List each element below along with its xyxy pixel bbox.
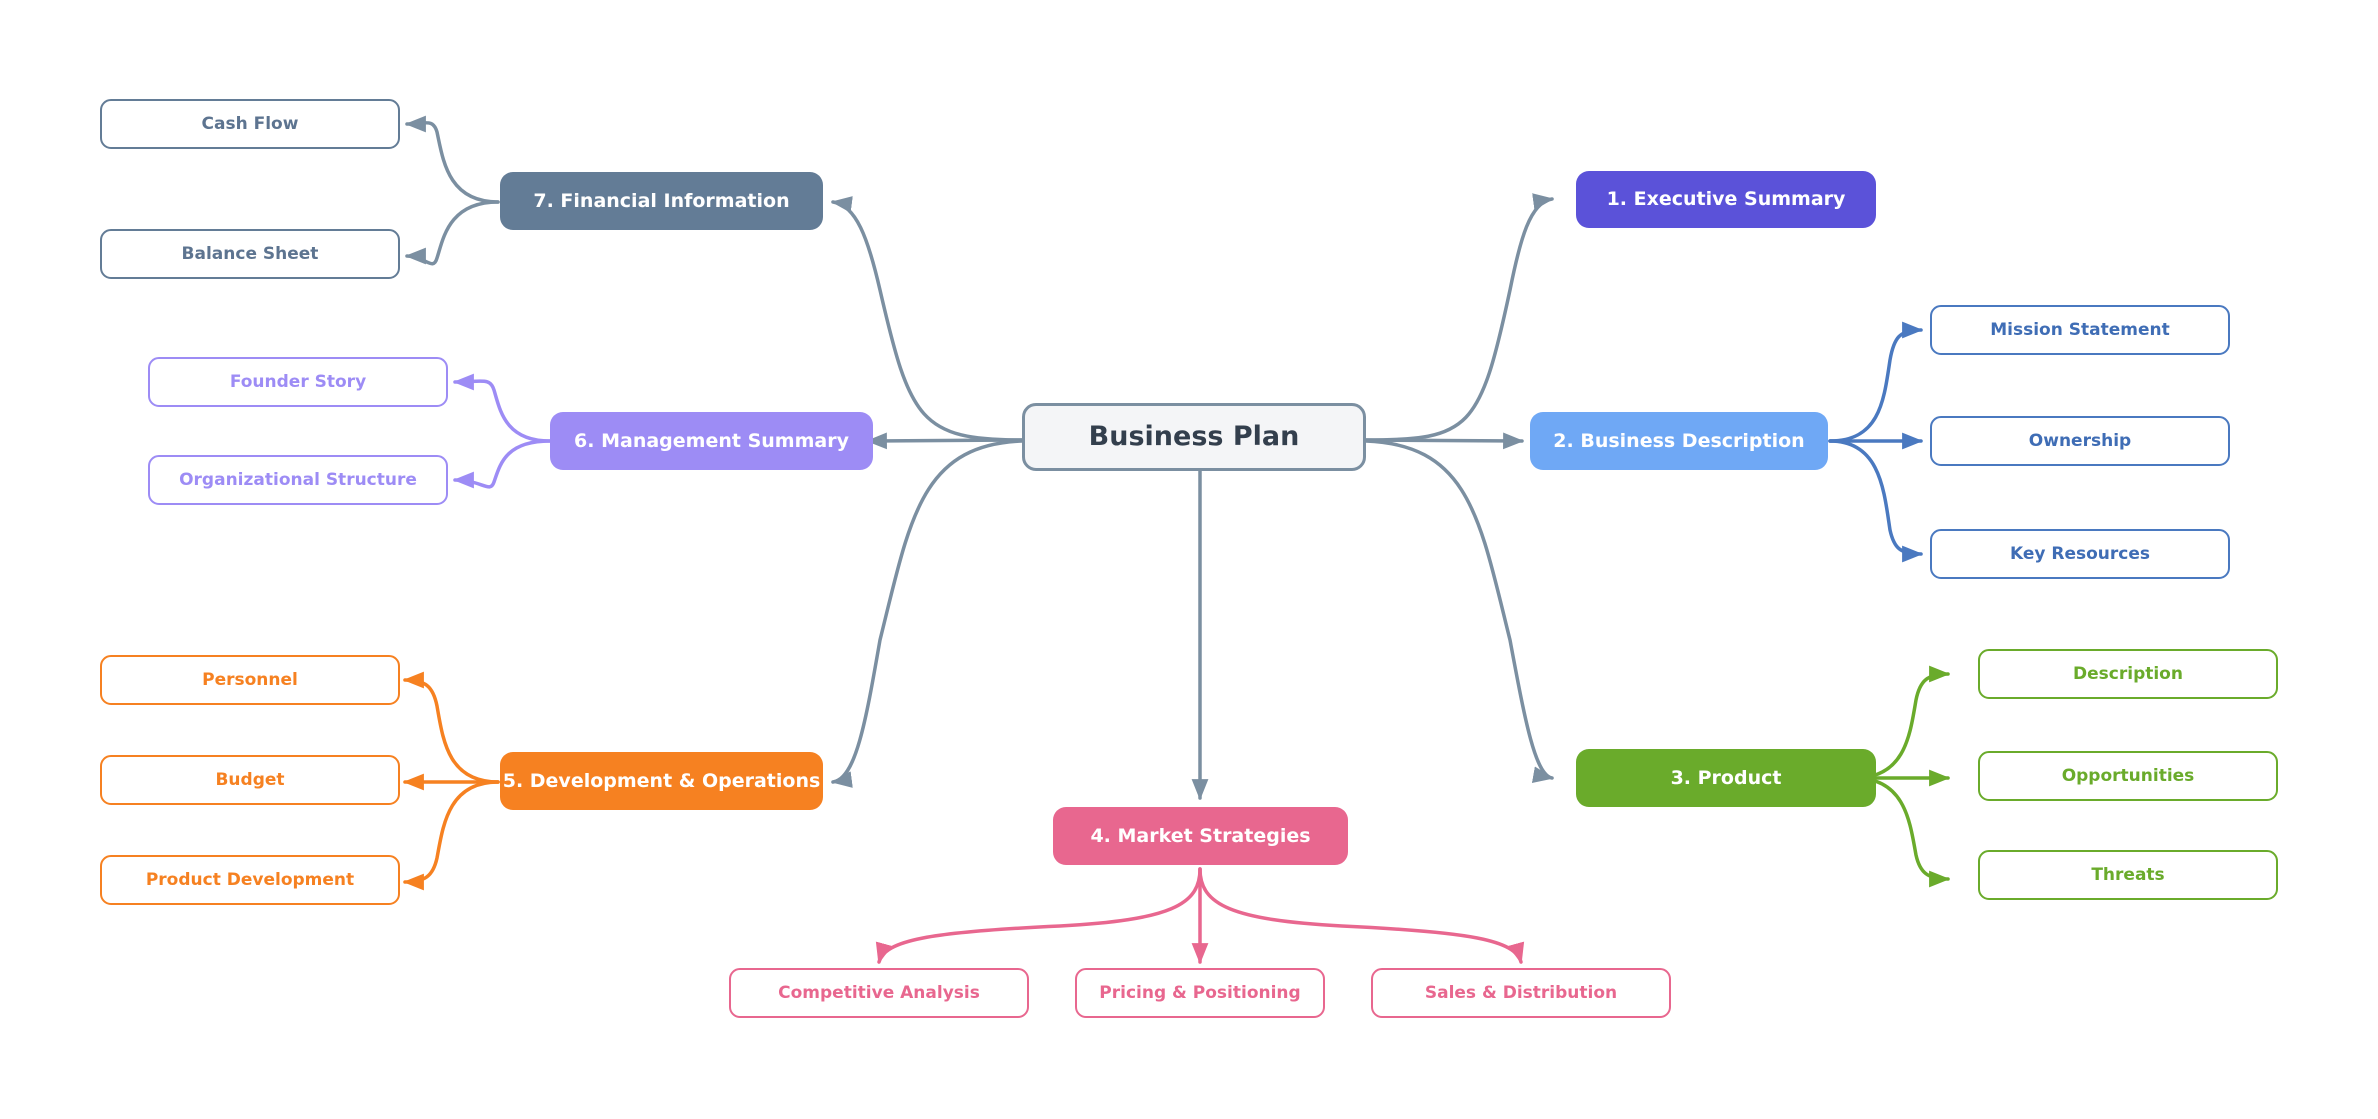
- branch-node-product[interactable]: 3. Product: [1576, 749, 1876, 807]
- leaf-node-ownership[interactable]: Ownership: [1930, 416, 2230, 466]
- edge-center-to-management-summary: [865, 432, 1024, 450]
- branch-node-financial-information[interactable]: 7. Financial Information: [500, 172, 823, 230]
- leaf-node-key-resources[interactable]: Key Resources: [1930, 529, 2230, 579]
- edge-center-to-executive-summary: [1364, 193, 1555, 442]
- edge-business-description-to-mission-statement: [1828, 321, 1924, 443]
- edge-center-to-financial-information: [830, 196, 1024, 442]
- edge-business-description-to-key-resources: [1828, 439, 1924, 563]
- leaf-node-competitive-analysis[interactable]: Competitive Analysis: [729, 968, 1029, 1018]
- leaf-node-budget[interactable]: Budget: [100, 755, 400, 805]
- edge-center-to-development-operations: [830, 439, 1024, 788]
- edge-product-to-description: [1853, 665, 1951, 780]
- edge-development-operations-to-personnel: [402, 671, 500, 784]
- leaf-node-cash-flow[interactable]: Cash Flow: [100, 99, 400, 149]
- edge-center-to-business-description: [1364, 432, 1525, 450]
- leaf-node-threats[interactable]: Threats: [1978, 850, 2278, 900]
- branch-node-executive-summary[interactable]: 1. Executive Summary: [1576, 171, 1876, 228]
- edge-market-strategies-to-sales-distribution: [1198, 867, 1525, 965]
- center-node-business-plan[interactable]: Business Plan: [1022, 403, 1366, 471]
- edge-management-summary-to-founder-story: [452, 373, 552, 443]
- leaf-node-organizational-structure[interactable]: Organizational Structure: [148, 455, 448, 505]
- edge-development-operations-to-product-development: [402, 780, 500, 891]
- leaf-node-balance-sheet[interactable]: Balance Sheet: [100, 229, 400, 279]
- edge-financial-information-to-cash-flow: [404, 115, 500, 204]
- edge-center-to-product: [1364, 439, 1555, 783]
- edge-product-to-threats: [1853, 776, 1951, 888]
- leaf-node-pricing-positioning[interactable]: Pricing & Positioning: [1075, 968, 1325, 1018]
- leaf-node-description[interactable]: Description: [1978, 649, 2278, 699]
- branch-node-market-strategies[interactable]: 4. Market Strategies: [1053, 807, 1348, 865]
- leaf-node-personnel[interactable]: Personnel: [100, 655, 400, 705]
- leaf-node-opportunities[interactable]: Opportunities: [1978, 751, 2278, 801]
- branch-node-management-summary[interactable]: 6. Management Summary: [550, 412, 873, 470]
- leaf-node-founder-story[interactable]: Founder Story: [148, 357, 448, 407]
- edge-market-strategies-to-competitive-analysis: [875, 867, 1202, 965]
- leaf-node-sales-distribution[interactable]: Sales & Distribution: [1371, 968, 1671, 1018]
- branch-node-business-description[interactable]: 2. Business Description: [1530, 412, 1828, 470]
- edge-management-summary-to-organizational-structure: [452, 439, 552, 489]
- leaf-node-mission-statement[interactable]: Mission Statement: [1930, 305, 2230, 355]
- leaf-node-product-development[interactable]: Product Development: [100, 855, 400, 905]
- edge-financial-information-to-balance-sheet: [404, 200, 500, 266]
- branch-node-development-operations[interactable]: 5. Development & Operations: [500, 752, 823, 810]
